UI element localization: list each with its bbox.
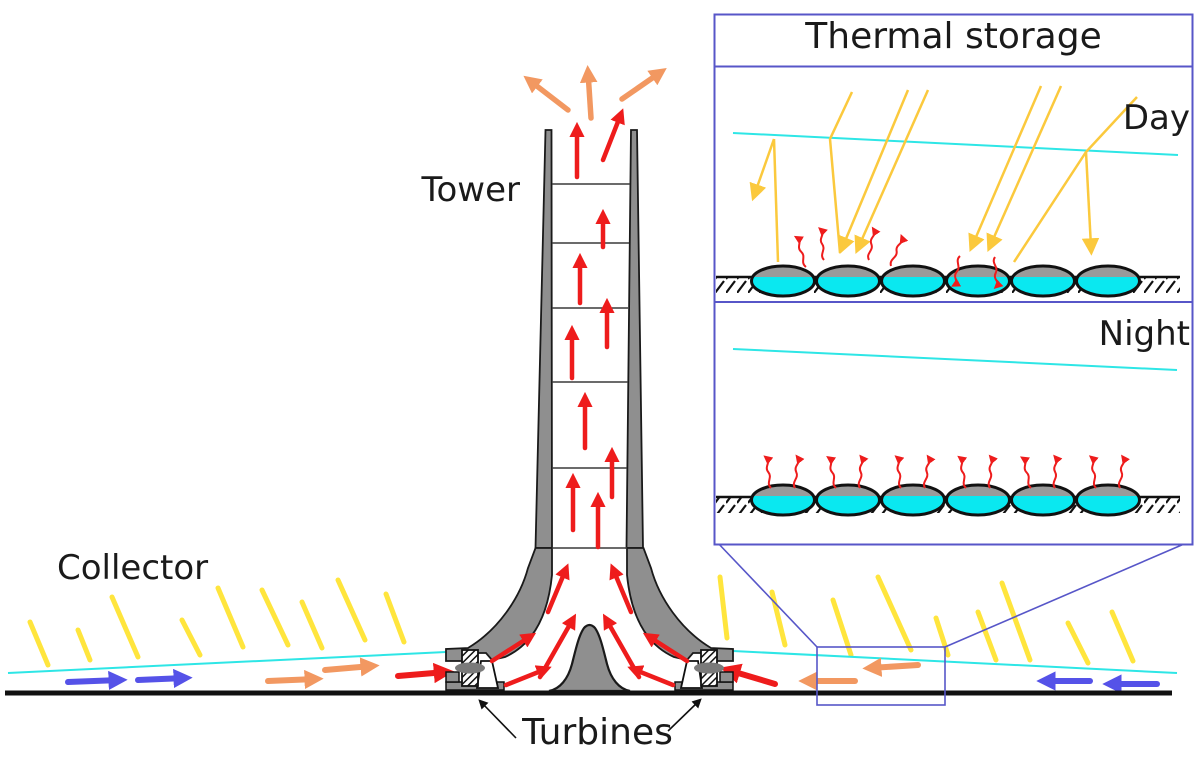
turbine-left bbox=[445, 649, 505, 691]
day-panel bbox=[716, 85, 1180, 298]
airflow-arrows-right bbox=[720, 657, 1160, 694]
day-sun-rays bbox=[749, 85, 1138, 263]
chimney-bell bbox=[548, 623, 631, 693]
collector-field bbox=[7, 574, 1178, 694]
night-label: Night bbox=[1098, 314, 1190, 354]
night-glass-roof bbox=[732, 348, 1178, 371]
sun-rays-right bbox=[717, 574, 1136, 666]
collector-label: Collector bbox=[57, 548, 209, 588]
thermal-storage-panel bbox=[713, 13, 1194, 546]
tower-skirt-left bbox=[445, 547, 553, 662]
turbine-hub bbox=[694, 662, 724, 674]
tower-crossbars bbox=[552, 183, 630, 549]
turbine-hub bbox=[455, 662, 485, 674]
airflow-arrows-left bbox=[65, 657, 455, 691]
tower-skirt-right bbox=[626, 547, 734, 662]
tower-label: Tower bbox=[421, 170, 521, 210]
turbines-label: Turbines bbox=[522, 712, 673, 753]
tower-wall-left bbox=[534, 129, 553, 549]
thermal-storage-title: Thermal storage bbox=[805, 16, 1102, 57]
callout-lines bbox=[715, 540, 1192, 706]
collector-roof-left bbox=[7, 651, 447, 674]
night-panel bbox=[716, 348, 1180, 517]
sun-rays-left bbox=[27, 577, 407, 668]
day-glass-roof bbox=[732, 132, 1179, 156]
exhaust-arrows bbox=[523, 64, 667, 121]
tower-structure bbox=[445, 129, 734, 693]
tower-updraft-arrows bbox=[489, 108, 690, 688]
turbines-pointer-arrows bbox=[478, 698, 702, 739]
collector-roof-right bbox=[732, 650, 1178, 674]
tower-wall-right bbox=[625, 129, 644, 549]
turbine-right bbox=[674, 649, 734, 691]
callout-box bbox=[816, 646, 946, 706]
day-label: Day bbox=[1122, 98, 1190, 138]
